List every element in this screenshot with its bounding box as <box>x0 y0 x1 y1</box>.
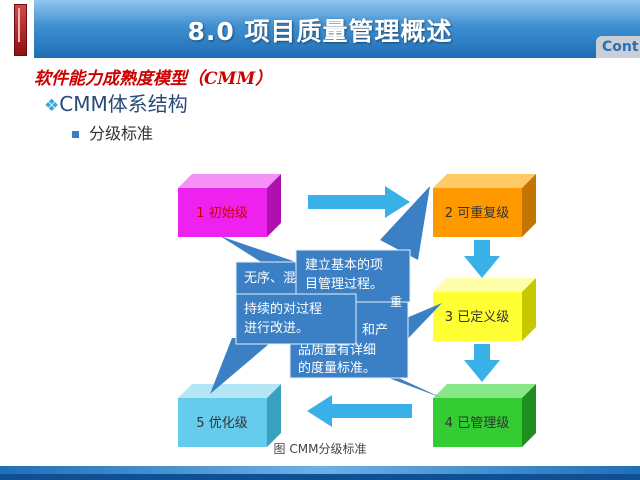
level-4-box: 4 已管理级 <box>433 384 536 447</box>
page-title: 8.0 项目质量管理概述 <box>187 17 453 46</box>
title-bar-left-panel <box>0 0 34 58</box>
callout-chaos-text: 无序、混 <box>244 271 296 286</box>
level-5-box: 5 优化级 <box>178 384 281 447</box>
level-4-side-face <box>522 384 536 447</box>
slide-subtitle: 软件能力成熟度模型（CMM） <box>34 69 273 89</box>
level-4-top-face <box>433 384 536 398</box>
level-5-top-face <box>178 384 281 398</box>
bullet-level1-text: CMM体系结构 <box>59 92 188 116</box>
level-2-label: 2 可重复级 <box>445 205 509 221</box>
title-bar: 8.0 项目质量管理概述 Cont <box>0 0 640 58</box>
bullet-level2-text: 分级标准 <box>89 124 154 143</box>
footer-bar <box>0 466 640 474</box>
level-1-side-face <box>267 174 281 237</box>
arrow-level4-to-level5 <box>307 395 412 427</box>
level-5-front-face <box>178 398 267 447</box>
square-bullet-icon <box>72 131 79 138</box>
arrow-level1-to-level2 <box>308 186 410 218</box>
level-3-front-face <box>433 292 522 341</box>
callout-partial-chong: 重 <box>390 295 402 309</box>
cont-tab[interactable]: Cont <box>596 36 640 58</box>
red-accent-bar <box>14 4 27 56</box>
arrow-level3-to-level4 <box>464 344 500 382</box>
level-4-front-face <box>433 398 522 447</box>
diamond-bullet-icon: ❖ <box>44 96 60 116</box>
level-4-label: 4 已管理级 <box>445 416 509 431</box>
callout-measure-line2: 品质量有详细 <box>298 343 376 358</box>
bullet-level1: ❖CMM体系结构 <box>44 88 188 117</box>
callout-measure-line1: 和产 <box>362 323 388 338</box>
level-1-top-face <box>178 174 281 188</box>
level-3-top-face <box>433 278 536 292</box>
callout-basic <box>295 249 411 303</box>
red-accent-highlight <box>18 8 20 42</box>
level-2-front-face <box>433 188 522 237</box>
bullet-level2: 分级标准 <box>72 120 153 144</box>
level-2-side-face <box>522 174 536 237</box>
level-3-box: 3 已定义级 <box>433 278 536 341</box>
callout-tail-level2 <box>380 186 430 260</box>
callout-tail-level5 <box>210 338 276 394</box>
level-3-label: 3 已定义级 <box>445 310 509 325</box>
callout-continuous <box>235 293 357 345</box>
footer-bar-bottom <box>0 474 640 480</box>
level-2-box: 2 可重复级 <box>433 174 536 237</box>
level-5-label: 5 优化级 <box>196 416 247 431</box>
level-1-box: 1 初始级 <box>178 174 281 237</box>
arrow-level2-to-level3 <box>464 240 500 278</box>
level-3-side-face <box>522 278 536 341</box>
level-1-label: 1 初始级 <box>196 206 247 221</box>
callout-basic-line1: 建立基本的项 <box>305 257 383 273</box>
callout-continuous-line1: 持续的对过程 <box>244 301 322 317</box>
level-2-top-face <box>433 174 536 188</box>
level-5-side-face <box>267 384 281 447</box>
level-1-front-face <box>178 188 267 237</box>
callout-basic-line2: 目管理过程。 <box>305 277 383 292</box>
callout-continuous-line2: 进行改进。 <box>244 321 309 336</box>
figure-caption: 图 CMM分级标准 <box>273 442 367 456</box>
callout-measure-line3: 的度量标准。 <box>298 360 376 376</box>
